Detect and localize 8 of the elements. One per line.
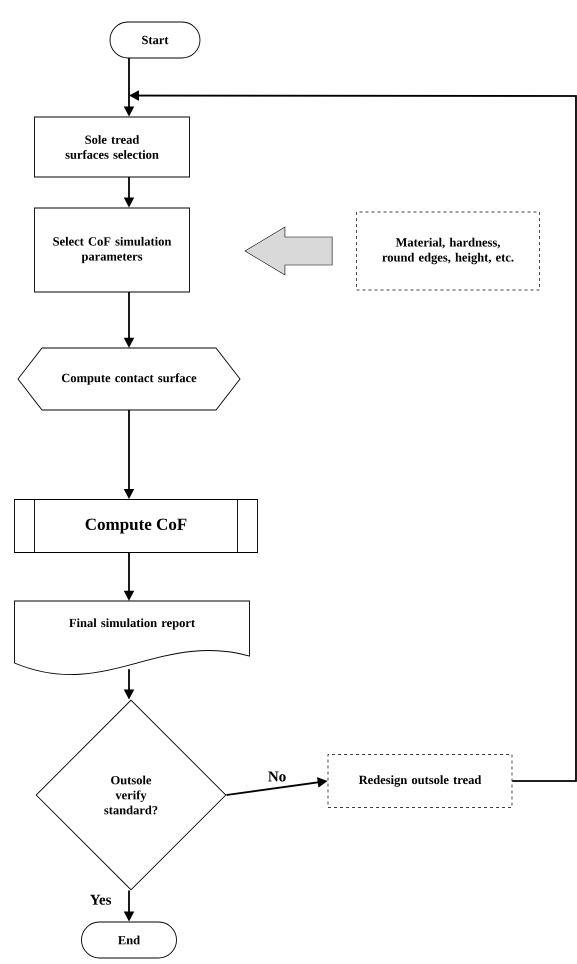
process-box: Select CoF simulation parameters [34,208,190,292]
dashed-note-box: Material, hardness, round edges, height, etc. [356,212,540,290]
process-box: Sole tread surfaces selection [34,116,190,178]
dashed-note-box: Redesign outsole tread [328,754,512,808]
block-arrow [244,226,332,276]
predefined-process-box: Compute CoF [14,499,258,553]
edge-label: No [268,772,286,782]
edge-label: Yes [90,894,112,905]
